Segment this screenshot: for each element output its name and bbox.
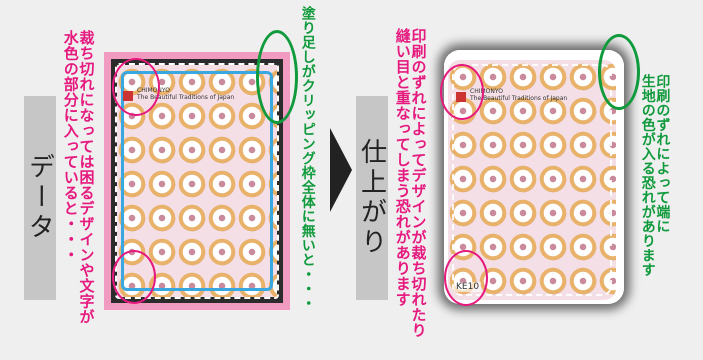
data-tab-label: データ (24, 153, 55, 243)
left-warning-line-1: 裁ち切れになっては困るデザインや文字が (77, 30, 96, 325)
finished-corner-highlight (598, 34, 640, 110)
cut-line (115, 63, 279, 299)
arrow-right-icon (330, 128, 352, 212)
finished-stitch-line (452, 64, 612, 296)
bleed-note-text: 塗り足しがクリッピング枠全体に無いと・・・ (299, 6, 316, 311)
result-tab: 仕上がり (356, 96, 388, 300)
finished-card-brand: CHIMONYO The Beautiful Traditions of Jap… (470, 88, 567, 102)
finished-top-highlight (440, 64, 484, 120)
middle-warning-text: 印刷のずれによってデザインが裁ち切れたり 縫い目と重なってしまう恐れがあります (393, 28, 428, 358)
right-warning-text: 印刷のずれによって端に 生地の色が入る恐れがあります (639, 74, 671, 324)
middle-warning-line-2: 縫い目と重なってしまう恐れがあります (393, 28, 412, 307)
safe-zone-outline (121, 71, 273, 291)
data-card-tagline: The Beautiful Traditions of Japan (137, 94, 235, 101)
left-warning-line-2: 水色の部分に入っていると・・・ (61, 30, 80, 263)
data-tab: データ (24, 96, 56, 300)
left-warning-text: 裁ち切れになっては困るデザインや文字が 水色の部分に入っていると・・・ (61, 30, 96, 356)
right-corner-highlight (256, 30, 298, 124)
right-warning-line-1: 印刷のずれによって端に (654, 74, 671, 234)
middle-warning-line-1: 印刷のずれによってデザインが裁ち切れたり (409, 28, 428, 338)
result-tab-label: 仕上がり (356, 138, 387, 258)
finished-card-brand-name: CHIMONYO (470, 88, 503, 95)
finished-bottom-highlight (444, 250, 488, 306)
right-warning-line-2: 生地の色が入る恐れがあります (639, 74, 656, 277)
left-bottom-highlight (112, 250, 156, 304)
left-top-highlight (112, 58, 160, 116)
finished-card-tagline: The Beautiful Traditions of Japan (470, 95, 568, 102)
